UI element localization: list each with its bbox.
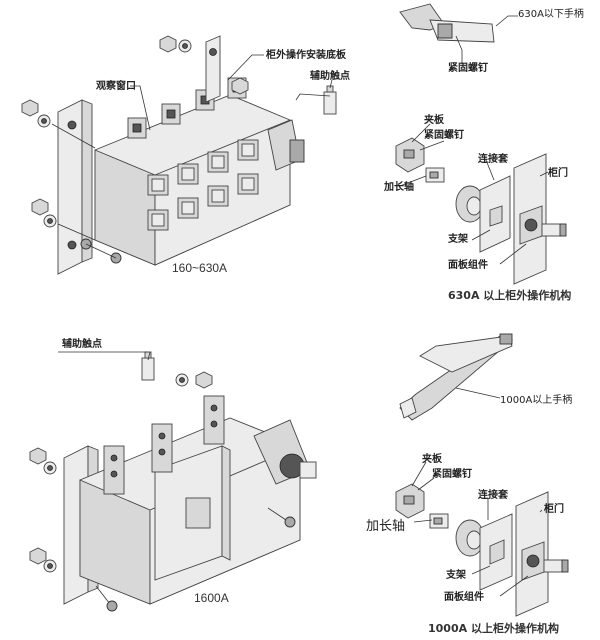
mechanism-1000a-illustration — [395, 461, 569, 617]
handle-630a-illustration — [399, 3, 518, 64]
caption-160-630a: 160~630A — [172, 261, 227, 275]
caption-1600a: 1600A — [194, 591, 229, 605]
label-aux-contact-top: 辅助触点 — [310, 69, 350, 82]
label-coupling-sleeve-1000a: 连接套 — [478, 488, 509, 501]
label-cabinet-door-1000a: 柜门 — [543, 502, 564, 515]
label-clamp-plate-630a: 夹板 — [424, 113, 445, 126]
caption-1000a-mechanism: 1000A 以上柜外操作机构 — [428, 621, 559, 635]
mechanism-630a-illustration — [395, 123, 567, 285]
label-clamp-plate-1000a: 夹板 — [422, 452, 443, 465]
label-coupling-sleeve-630a: 连接套 — [478, 152, 509, 165]
label-set-screw-handle-630a: 紧固螺钉 — [448, 61, 488, 74]
label-aux-contact-bottom: 辅助触点 — [62, 337, 102, 350]
handle-1000a-illustration — [399, 333, 513, 421]
label-handle-1000a: 1000A以上手柄 — [500, 393, 572, 406]
label-extension-shaft-1000a: 加长轴 — [366, 519, 405, 534]
label-set-screw-630a: 紧固螺钉 — [424, 128, 464, 141]
switch-160-630a-illustration — [21, 35, 337, 275]
label-bracket-630a: 支架 — [447, 232, 468, 245]
label-bracket-1000a: 支架 — [445, 568, 466, 581]
label-observation-window: 观察窗口 — [96, 79, 136, 92]
label-panel-assembly-1000a: 面板组件 — [444, 590, 484, 603]
caption-630a-mechanism: 630A 以上柜外操作机构 — [448, 288, 571, 302]
switch-1600a-illustration — [29, 351, 317, 612]
label-cabinet-door-630a: 柜门 — [547, 166, 568, 179]
label-extension-shaft-630a: 加长轴 — [383, 180, 414, 193]
label-mounting-plate: 柜外操作安装底板 — [265, 48, 347, 61]
label-handle-630a: 630A以下手柄 — [518, 7, 584, 20]
label-panel-assembly-630a: 面板组件 — [448, 258, 488, 271]
label-set-screw-1000a: 紧固螺钉 — [432, 467, 472, 480]
